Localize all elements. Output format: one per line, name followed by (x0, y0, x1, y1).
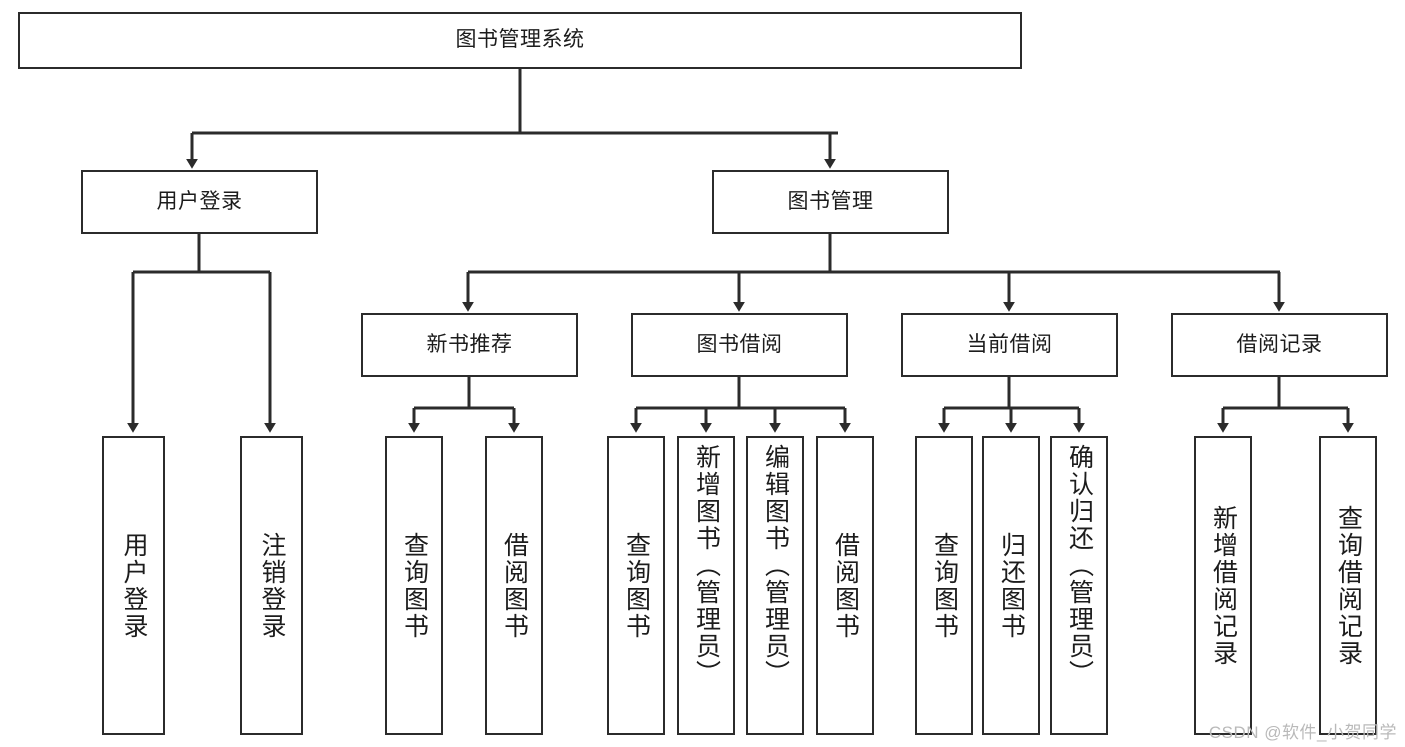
leaf-borrow-record-query-record[interactable]: 查询借阅记录 (1319, 436, 1377, 735)
leaf-borrow-record-query-record-label: 查询借阅记录 (1334, 504, 1363, 667)
node-user-login-label: 用户登录 (156, 189, 243, 213)
leaf-book-borrow-edit-book-admin-label: 编辑图书（管理员） (761, 444, 790, 687)
leaf-borrow-record-add-record-label: 新增借阅记录 (1209, 504, 1238, 667)
node-root-book-management-system[interactable]: 图书管理系统 (18, 12, 1022, 69)
node-book-borrow[interactable]: 图书借阅 (631, 313, 848, 377)
leaf-book-borrow-borrow-book[interactable]: 借阅图书 (816, 436, 874, 735)
leaf-book-borrow-query-book[interactable]: 查询图书 (607, 436, 665, 735)
leaf-new-book-query-book-label: 查询图书 (400, 531, 429, 640)
leaf-new-book-borrow-book-label: 借阅图书 (500, 531, 529, 640)
leaf-user-login-login[interactable]: 用户登录 (102, 436, 165, 735)
leaf-new-book-query-book[interactable]: 查询图书 (385, 436, 443, 735)
leaf-current-borrow-query-book[interactable]: 查询图书 (915, 436, 973, 735)
node-current-borrow[interactable]: 当前借阅 (901, 313, 1118, 377)
leaf-user-login-login-label: 用户登录 (120, 531, 148, 640)
node-root-label: 图书管理系统 (455, 28, 585, 52)
leaf-current-borrow-confirm-return-admin[interactable]: 确认归还（管理员） (1050, 436, 1108, 735)
leaf-user-login-logout[interactable]: 注销登录 (240, 436, 303, 735)
csdn-watermark: CSDN @软件_小贺同学 (1208, 723, 1397, 742)
node-current-borrow-label: 当前借阅 (966, 332, 1053, 356)
node-user-login[interactable]: 用户登录 (81, 170, 318, 234)
leaf-current-borrow-query-book-label: 查询图书 (930, 531, 959, 640)
node-new-book-recommend[interactable]: 新书推荐 (361, 313, 578, 377)
leaf-new-book-borrow-book[interactable]: 借阅图书 (485, 436, 543, 735)
leaf-user-login-logout-label: 注销登录 (258, 531, 286, 640)
node-new-book-recommend-label: 新书推荐 (426, 332, 513, 356)
node-book-management[interactable]: 图书管理 (712, 170, 949, 234)
node-book-management-label: 图书管理 (787, 189, 874, 213)
node-borrow-record[interactable]: 借阅记录 (1171, 313, 1388, 377)
node-book-borrow-label: 图书借阅 (696, 332, 783, 356)
leaf-current-borrow-confirm-return-admin-label: 确认归还（管理员） (1065, 444, 1094, 687)
leaf-borrow-record-add-record[interactable]: 新增借阅记录 (1194, 436, 1252, 735)
leaf-book-borrow-add-book-admin-label: 新增图书（管理员） (692, 444, 721, 687)
leaf-book-borrow-query-book-label: 查询图书 (622, 531, 651, 640)
leaf-book-borrow-edit-book-admin[interactable]: 编辑图书（管理员） (746, 436, 804, 735)
leaf-current-borrow-return-book-label: 归还图书 (997, 531, 1026, 640)
node-borrow-record-label: 借阅记录 (1236, 332, 1323, 356)
leaf-book-borrow-add-book-admin[interactable]: 新增图书（管理员） (677, 436, 735, 735)
leaf-book-borrow-borrow-book-label: 借阅图书 (831, 531, 860, 640)
leaf-current-borrow-return-book[interactable]: 归还图书 (982, 436, 1040, 735)
